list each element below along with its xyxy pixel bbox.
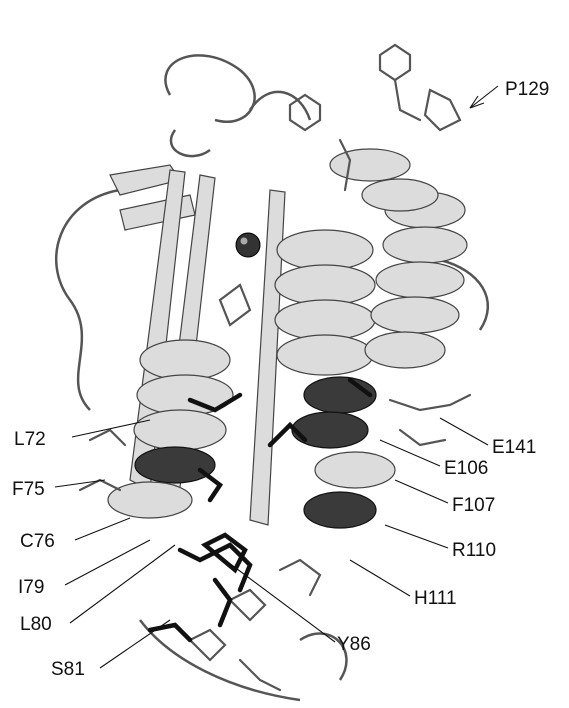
metal-ion — [236, 233, 260, 257]
residue-labels: P129 L72 E141 E106 F75 F107 C76 R110 I79… — [12, 79, 549, 680]
helix-lower-left — [108, 447, 215, 518]
label-S81: S81 — [51, 659, 85, 680]
label-L80: L80 — [20, 614, 52, 635]
helix-right — [365, 192, 467, 368]
label-R110: R110 — [452, 540, 496, 561]
label-C76: C76 — [20, 531, 55, 552]
helix-left — [134, 340, 233, 450]
label-E106: E106 — [444, 458, 488, 479]
label-F107: F107 — [452, 495, 495, 516]
label-E141: E141 — [492, 437, 536, 458]
label-P129: P129 — [505, 79, 549, 100]
label-I79: I79 — [18, 577, 44, 598]
helix-lower-right — [304, 452, 395, 528]
label-H111: H111 — [414, 588, 457, 609]
helix-center — [275, 230, 376, 448]
label-F75: F75 — [12, 479, 45, 500]
label-Y86: Y86 — [337, 634, 371, 655]
label-L72: L72 — [14, 429, 46, 450]
